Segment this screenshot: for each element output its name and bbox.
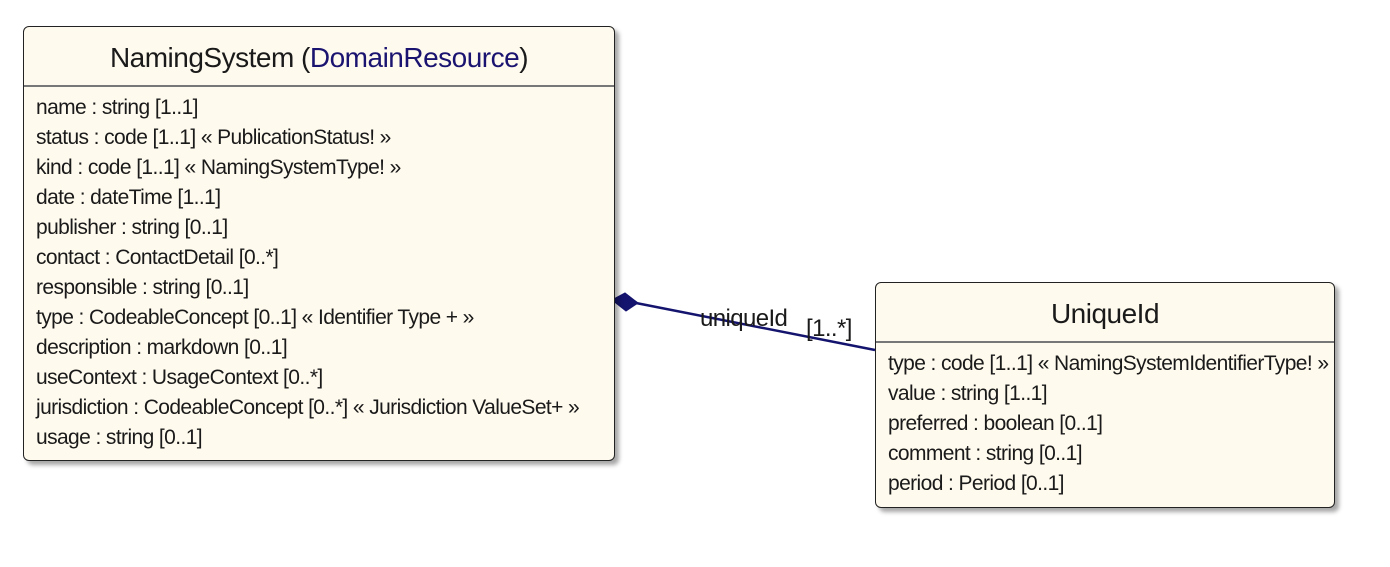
class-naming-system[interactable]: NamingSystem (DomainResource) name : str…	[23, 26, 615, 461]
class-unique-id[interactable]: UniqueId type : code [1..1] « NamingSyst…	[875, 282, 1335, 508]
attribute: status : code [1..1] « PublicationStatus…	[36, 126, 391, 149]
parent-close: )	[519, 42, 529, 73]
attribute: description : markdown [0..1]	[36, 336, 288, 359]
attribute: contact : ContactDetail [0..*]	[36, 246, 279, 269]
attribute: name : string [1..1]	[36, 96, 199, 119]
attribute: period : Period [0..1]	[888, 472, 1065, 495]
association-role-label: uniqueId	[700, 305, 788, 332]
composition-diamond	[611, 292, 639, 312]
attribute: usage : string [0..1]	[36, 426, 203, 449]
association-multiplicity-label: [1..*]	[806, 315, 852, 342]
attribute: jurisdiction : CodeableConcept [0..*] « …	[36, 396, 580, 419]
attribute: type : code [1..1] « NamingSystemIdentif…	[888, 352, 1329, 375]
attribute: preferred : boolean [0..1]	[888, 412, 1103, 435]
attribute: kind : code [1..1] « NamingSystemType! »	[36, 156, 401, 179]
attribute: responsible : string [0..1]	[36, 276, 249, 299]
attribute-list: type : code [1..1] « NamingSystemIdentif…	[876, 343, 1334, 499]
parent-class-link[interactable]: DomainResource	[309, 42, 520, 73]
class-name: UniqueId	[1050, 298, 1160, 329]
class-name: NamingSystem	[109, 42, 294, 73]
attribute: value : string [1..1]	[888, 382, 1048, 405]
parent-open: (	[293, 42, 310, 73]
attribute: type : CodeableConcept [0..1] « Identifi…	[36, 306, 474, 329]
class-header: UniqueId	[876, 283, 1334, 343]
attribute: date : dateTime [1..1]	[36, 186, 221, 209]
composition-line	[635, 301, 876, 352]
attribute-list: name : string [1..1] status : code [1..1…	[24, 87, 614, 453]
attribute: comment : string [0..1]	[888, 442, 1083, 465]
class-header: NamingSystem (DomainResource)	[24, 27, 614, 87]
attribute: publisher : string [0..1]	[36, 216, 228, 239]
attribute: useContext : UsageContext [0..*]	[36, 366, 323, 389]
